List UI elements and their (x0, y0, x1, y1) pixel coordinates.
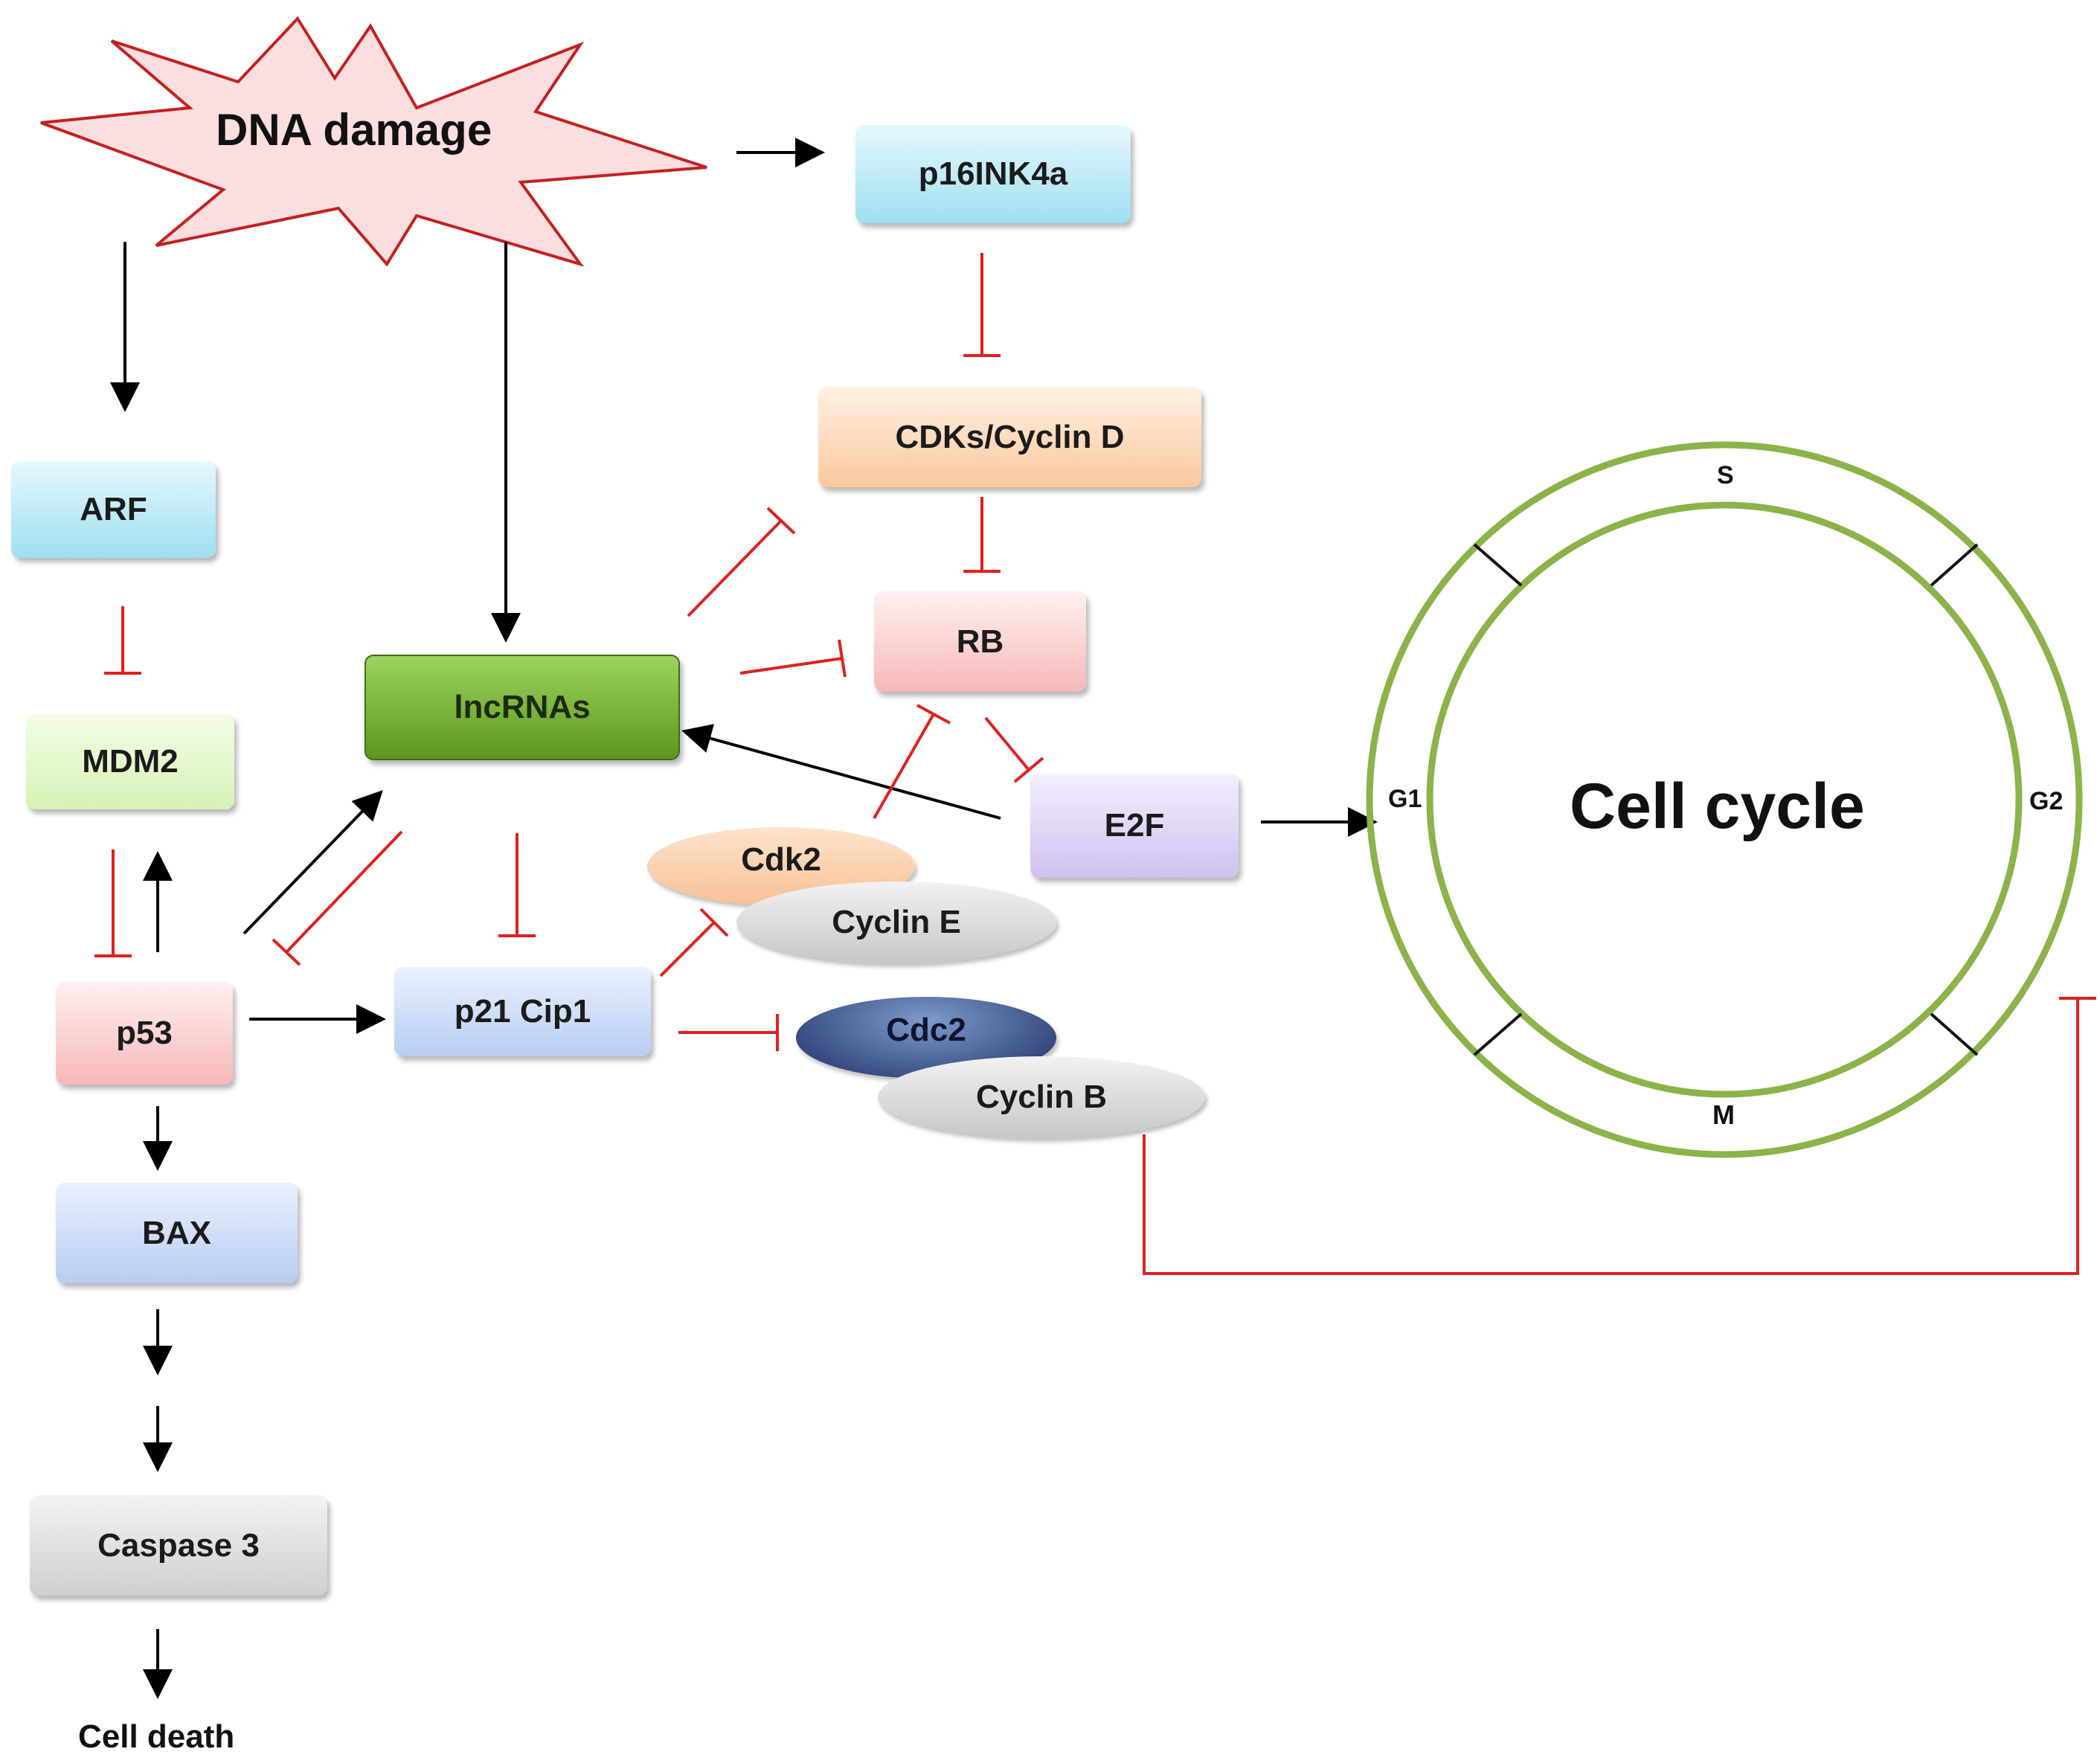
node-bax: BAX (56, 1183, 298, 1283)
dna-damage-burst (40, 16, 707, 267)
inhibit-mdm2-p53 (94, 850, 132, 957)
inhibit-lncrnas-cdks (687, 507, 796, 617)
inhibit-p21-cdc2 (678, 1014, 779, 1051)
cell-cycle-outer-ring (1366, 441, 2083, 1158)
cell-cycle-inner-ring (1426, 501, 2023, 1098)
phase-m-label: M (1712, 1099, 1735, 1130)
node-e2f: E2F (1030, 774, 1239, 878)
inhibit-lncrnas-p53 (272, 830, 403, 966)
node-p16ink4a: p16INK4a (855, 125, 1131, 223)
inhibit-rb-e2f (984, 716, 1044, 783)
node-caspase-3: Caspase 3 (30, 1495, 327, 1596)
phase-g1-label: G1 (1388, 785, 1422, 813)
inhibit-p21-cdk2 (659, 908, 729, 977)
node-lncrnas: lncRNAs (365, 655, 680, 760)
phase-s-label: S (1717, 461, 1734, 489)
node-cyclin-b: Cyclin B (878, 1056, 1205, 1138)
node-p53: p53 (56, 982, 233, 1085)
node-cdks-cyclin-d: CDKs/Cyclin D (818, 387, 1201, 487)
inhibit-cdk2-rb (873, 704, 951, 819)
inhibit-arf-mdm2 (104, 606, 141, 675)
node-rb: RB (874, 591, 1086, 692)
node-arf: ARF (11, 461, 216, 558)
inhibit-lncrnas-p21 (498, 833, 536, 937)
inhibit-cyclinb-cycle (1143, 997, 2096, 1275)
node-mdm2: MDM2 (26, 714, 234, 809)
phase-g2-label: G2 (2029, 787, 2064, 815)
cell-cycle-title: Cell cycle (1570, 771, 1865, 842)
cell-death-label: Cell death (78, 1718, 235, 1755)
phase-dividers (1473, 543, 1979, 1056)
inhibit-p16-cdks (963, 253, 1001, 357)
arrow-e2f-to-lncrnas (681, 724, 1001, 820)
inhibit-lncrnas-rb (739, 639, 847, 678)
node-cyclin-e: Cyclin E (736, 882, 1056, 963)
dna-damage-label: DNA damage (216, 105, 492, 155)
arrow-p53-to-lncrnas (243, 790, 383, 935)
inhibit-cdks-rb (963, 497, 1001, 573)
node-p21-cip1: p21 Cip1 (394, 967, 651, 1056)
